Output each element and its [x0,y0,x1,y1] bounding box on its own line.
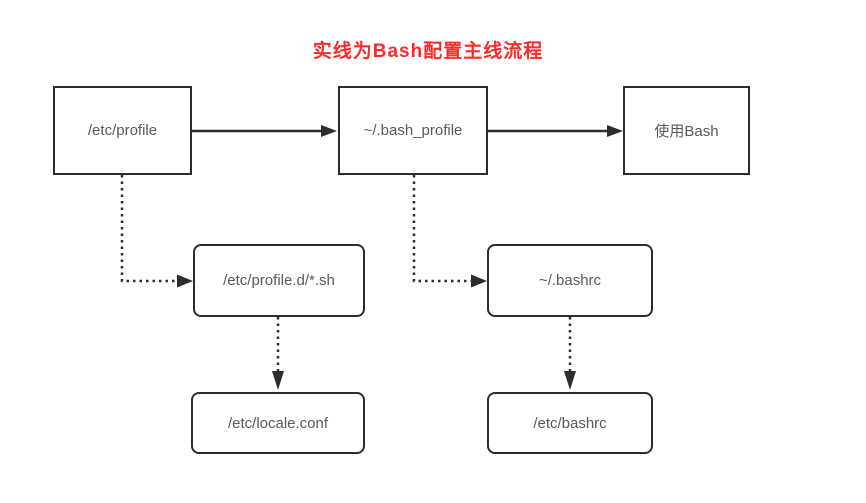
node-profile-d: /etc/profile.d/*.sh [193,244,365,317]
node-locale-conf: /etc/locale.conf [191,392,365,454]
node-bash-profile: ~/.bash_profile [338,86,488,175]
solid-arrow-bash-profile-to-use-bash-arrowhead [607,125,623,137]
node-etc-bashrc: /etc/bashrc [487,392,653,454]
node-use-bash-label: 使用Bash [654,123,719,140]
dotted-arrow-profile-d-to-locale-conf-arrowhead [272,371,284,390]
node-etc-profile: /etc/profile [53,86,192,175]
dotted-arrow-bashrc-to-etc-bashrc-arrowhead [564,371,576,390]
dotted-arrow-bash-profile-to-bashrc-arrowhead [471,274,487,288]
node-locale-conf-label: /etc/locale.conf [227,414,329,432]
node-profile-d-label: /etc/profile.d/*.sh [223,272,335,289]
solid-arrow-etc-profile-to-bash-profile-arrowhead [321,125,337,137]
node-use-bash: 使用Bash [623,86,750,175]
node-etc-bashrc-label: /etc/bashrc [533,414,607,432]
node-etc-profile-label: /etc/profile [87,122,158,139]
node-bashrc: ~/.bashrc [487,244,653,317]
node-bashrc-label: ~/.bashrc [538,272,602,289]
node-bash-profile-label: ~/.bash_profile [363,122,463,139]
dotted-arrow-etc-profile-to-profile-d [120,175,178,283]
diagram-title: 实线为Bash配置主线流程 [312,41,544,62]
dotted-arrow-bash-profile-to-bashrc [412,175,472,283]
dotted-arrow-etc-profile-to-profile-d-arrowhead [177,274,193,288]
